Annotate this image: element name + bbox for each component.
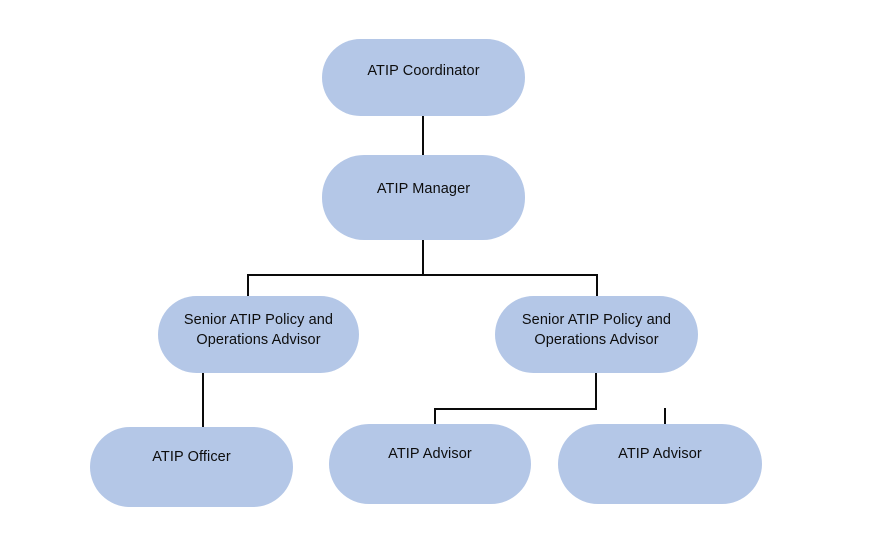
connector-manager-stem [422,238,424,276]
connector-senior-right-bar [434,408,597,410]
connector-coordinator-to-manager [422,113,424,157]
node-senior-atip-policy-and-operations-advisor-right[interactable]: Senior ATIP Policy and Operations Adviso… [495,296,698,373]
node-label-senior-advisor-right: Senior ATIP Policy and Operations Adviso… [521,312,672,348]
connector-manager-to-senior-right [596,274,598,298]
node-atip-coordinator[interactable]: ATIP Coordinator [322,39,525,116]
node-label-atip-coordinator: ATIP Coordinator [367,63,480,79]
node-label-atip-advisor-2: ATIP Advisor [618,446,702,462]
node-label-atip-manager: ATIP Manager [376,181,471,197]
node-label-atip-advisor-1: ATIP Advisor [388,446,472,462]
connector-manager-to-senior-left [247,274,249,298]
node-label-senior-advisor-left: Senior ATIP Policy and Operations Adviso… [183,312,334,348]
node-atip-manager[interactable]: ATIP Manager [322,155,525,240]
node-label-atip-officer: ATIP Officer [152,449,231,465]
node-senior-atip-policy-and-operations-advisor-left[interactable]: Senior ATIP Policy and Operations Adviso… [158,296,359,373]
connector-manager-bar [247,274,598,276]
node-atip-officer[interactable]: ATIP Officer [90,427,293,507]
connector-senior-right-to-advisor-1 [434,408,436,427]
connector-senior-right-to-advisor-2 [664,408,666,427]
node-atip-advisor-1[interactable]: ATIP Advisor [329,424,531,504]
node-atip-advisor-2[interactable]: ATIP Advisor [558,424,762,504]
connector-senior-right-stem [595,370,597,410]
connector-senior-left-to-officer [202,370,204,427]
